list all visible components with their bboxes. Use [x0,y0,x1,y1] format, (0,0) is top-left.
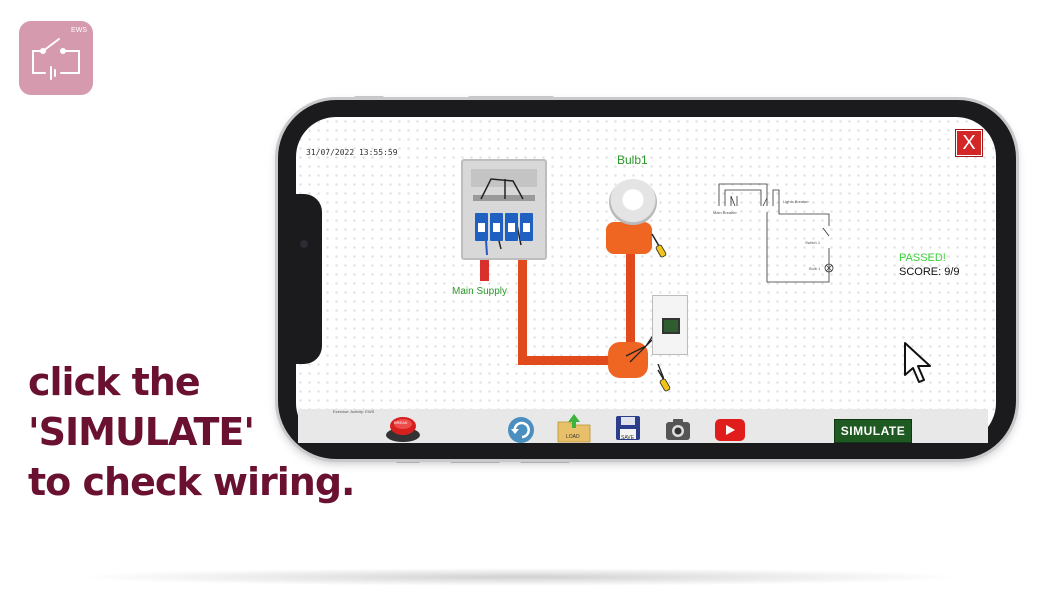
schematic-lights-breaker: Lights Breaker [783,199,809,204]
side-button-3 [520,458,570,463]
screwdriver-icon[interactable] [650,232,668,258]
schematic-switch: Switch 1 [805,240,821,245]
load-button[interactable]: LOAD [556,412,592,449]
breaker-1[interactable] [475,213,488,241]
undo-icon [508,417,534,443]
app-logo: EWS [19,21,93,95]
conduit-vertical-right [626,246,635,346]
panel-wiring-icon [471,169,537,256]
save-button[interactable]: SAVE [614,414,642,447]
schematic-lines-icon [718,183,834,283]
junction-wiring-icon [625,334,664,381]
floor-shadow [70,568,970,586]
app-screen [296,117,996,443]
side-button-1 [396,458,420,463]
camera-icon [300,240,308,248]
conduit-vertical-left [518,257,527,357]
wall-switch[interactable] [652,295,688,355]
circuit-schematic: Main Breaker Lights Breaker Switch 1 Bul… [705,178,835,286]
simulate-button[interactable]: SIMULATE [834,419,912,443]
caption-line-2: 'SIMULATE' [28,410,255,454]
distribution-panel[interactable] [461,159,547,260]
floppy-save-icon [616,416,640,440]
save-label: SAVE [621,435,634,441]
action-button [354,96,384,101]
emergency-stop-button[interactable]: BREAK [385,413,421,448]
schematic-main-breaker: Main Breaker [713,210,737,215]
schematic-bulb: Bulb 1 [809,266,821,271]
caption-line-1: click the [28,360,201,404]
mouse-cursor-icon [904,342,931,383]
logo-tag: EWS [71,27,87,34]
folder-load-icon [557,414,591,443]
breaker-4[interactable] [520,213,533,241]
side-button-2 [450,458,500,463]
breaker-3[interactable] [505,213,518,241]
video-tutorial-button[interactable] [714,418,746,447]
emergency-stop-icon [386,417,420,442]
youtube-icon [715,419,745,441]
bulb-label: Bulb1 [617,153,648,167]
camera-icon [666,419,690,440]
undo-button[interactable] [506,416,536,449]
result-status: PASSED! [899,252,946,264]
screwdriver-icon-2[interactable] [656,368,672,392]
bulb-holder[interactable] [609,179,657,225]
result-score: SCORE: 9/9 [899,266,960,278]
caption: click the 'SIMULATE' to check wiring. [28,357,388,507]
breaker-2[interactable] [490,213,503,241]
supply-cable [480,257,489,281]
load-label: LOAD [566,434,580,440]
screenshot-button[interactable] [664,416,692,447]
caption-line-3: to check wiring. [28,460,355,504]
exercise-text: Exercise: Activity: EWS [333,409,375,414]
close-button[interactable]: X [955,129,983,157]
emergency-label: BREAK [394,420,408,425]
circuit-logo-icon [32,38,80,80]
switch-rocker[interactable] [662,318,680,334]
phone-notch [280,194,322,364]
bulb-junction-box [606,222,652,254]
conduit-horizontal [518,356,614,365]
timestamp: 31/07/2022 13:55:59 [306,148,398,157]
main-supply-label: Main Supply [452,286,508,297]
volume-button [468,96,554,101]
